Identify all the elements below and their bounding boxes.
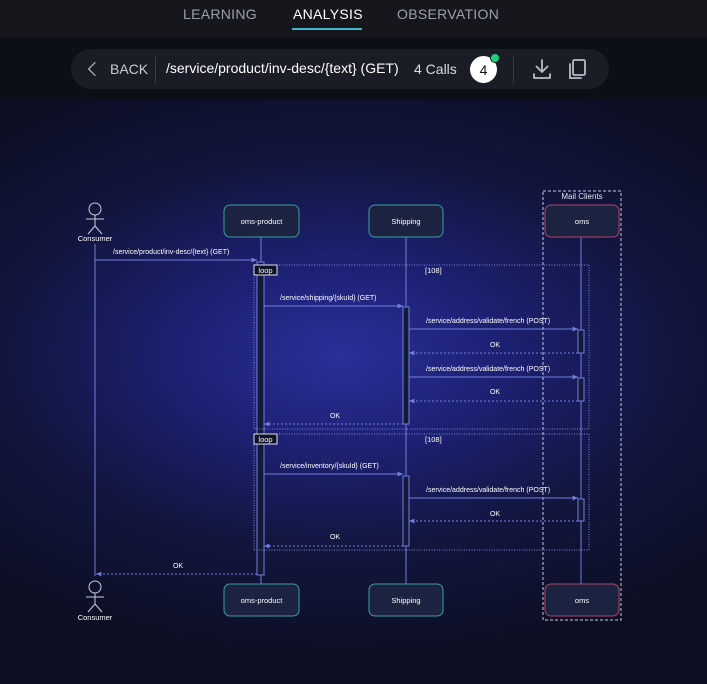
- message-label: OK: [490, 511, 500, 518]
- activation-bar: [256, 261, 265, 576]
- divider: [155, 57, 156, 83]
- participant-box[interactable]: [368, 583, 444, 617]
- status-dot: [490, 53, 500, 63]
- participant-label: Shipping: [391, 217, 420, 226]
- loop-label: loop: [258, 266, 272, 275]
- activation-bar: [577, 498, 585, 522]
- active-tab-indicator: [292, 28, 362, 30]
- loop-frame: [253, 433, 590, 551]
- loop-label: loop: [258, 435, 272, 444]
- tab-learning[interactable]: LEARNING: [183, 6, 257, 22]
- divider: [513, 57, 514, 83]
- activation-bar: [402, 306, 410, 425]
- participant-label: oms: [575, 217, 589, 226]
- message-label: /service/product/inv-desc/{text} (GET): [113, 249, 229, 256]
- loop-tag: [253, 264, 278, 276]
- group-label: Mail Clients: [561, 192, 602, 201]
- message-label: OK: [490, 389, 500, 396]
- message-label: /service/inventory/{skuId} (GET): [280, 463, 379, 470]
- consumer-actor-icon: [86, 580, 104, 613]
- participant-label: Consumer: [78, 234, 113, 243]
- message-label: OK: [490, 342, 500, 349]
- participant-label: Shipping: [391, 596, 420, 605]
- mail-clients-group: [542, 190, 622, 621]
- loop-count: [108]: [425, 435, 442, 444]
- participant-label: oms-product: [241, 217, 284, 226]
- message-label: OK: [330, 413, 340, 420]
- participant-box[interactable]: [368, 204, 444, 238]
- message-label: /service/address/validate/french (POST): [426, 487, 550, 494]
- tab-analysis[interactable]: ANALYSIS: [293, 6, 363, 22]
- loop-tag: [253, 433, 278, 445]
- loop-frame: [253, 264, 590, 430]
- participant-label: oms: [575, 596, 589, 605]
- back-button[interactable]: BACK: [86, 58, 148, 80]
- toolbar-pill: [71, 49, 609, 89]
- activation-bar: [402, 475, 410, 547]
- message-label: /service/address/validate/french (POST): [426, 318, 550, 325]
- participant-box[interactable]: [223, 583, 300, 617]
- back-label: BACK: [110, 61, 149, 77]
- participant-box[interactable]: [223, 204, 300, 238]
- endpoint-title: /service/product/inv-desc/{text} (GET): [166, 60, 399, 76]
- calls-count-label: 4 Calls: [414, 61, 457, 77]
- activation-bar: [577, 329, 585, 354]
- message-label: /service/address/validate/french (POST): [426, 366, 550, 373]
- message-label: OK: [173, 563, 183, 570]
- participant-box[interactable]: [544, 204, 620, 238]
- message-label: /service/shipping/{skuId} (GET): [280, 295, 377, 302]
- participant-label: oms-product: [241, 596, 284, 605]
- participant-box[interactable]: [544, 583, 620, 617]
- download-icon[interactable]: [530, 57, 554, 81]
- tab-observation[interactable]: OBSERVATION: [397, 6, 500, 22]
- message-label: OK: [330, 534, 340, 541]
- consumer-actor-icon: [86, 202, 104, 235]
- top-nav: [0, 0, 707, 38]
- loop-count: [108]: [425, 266, 442, 275]
- activation-bar: [577, 377, 585, 402]
- participant-label: Consumer: [78, 613, 113, 622]
- copy-icon[interactable]: [565, 57, 589, 81]
